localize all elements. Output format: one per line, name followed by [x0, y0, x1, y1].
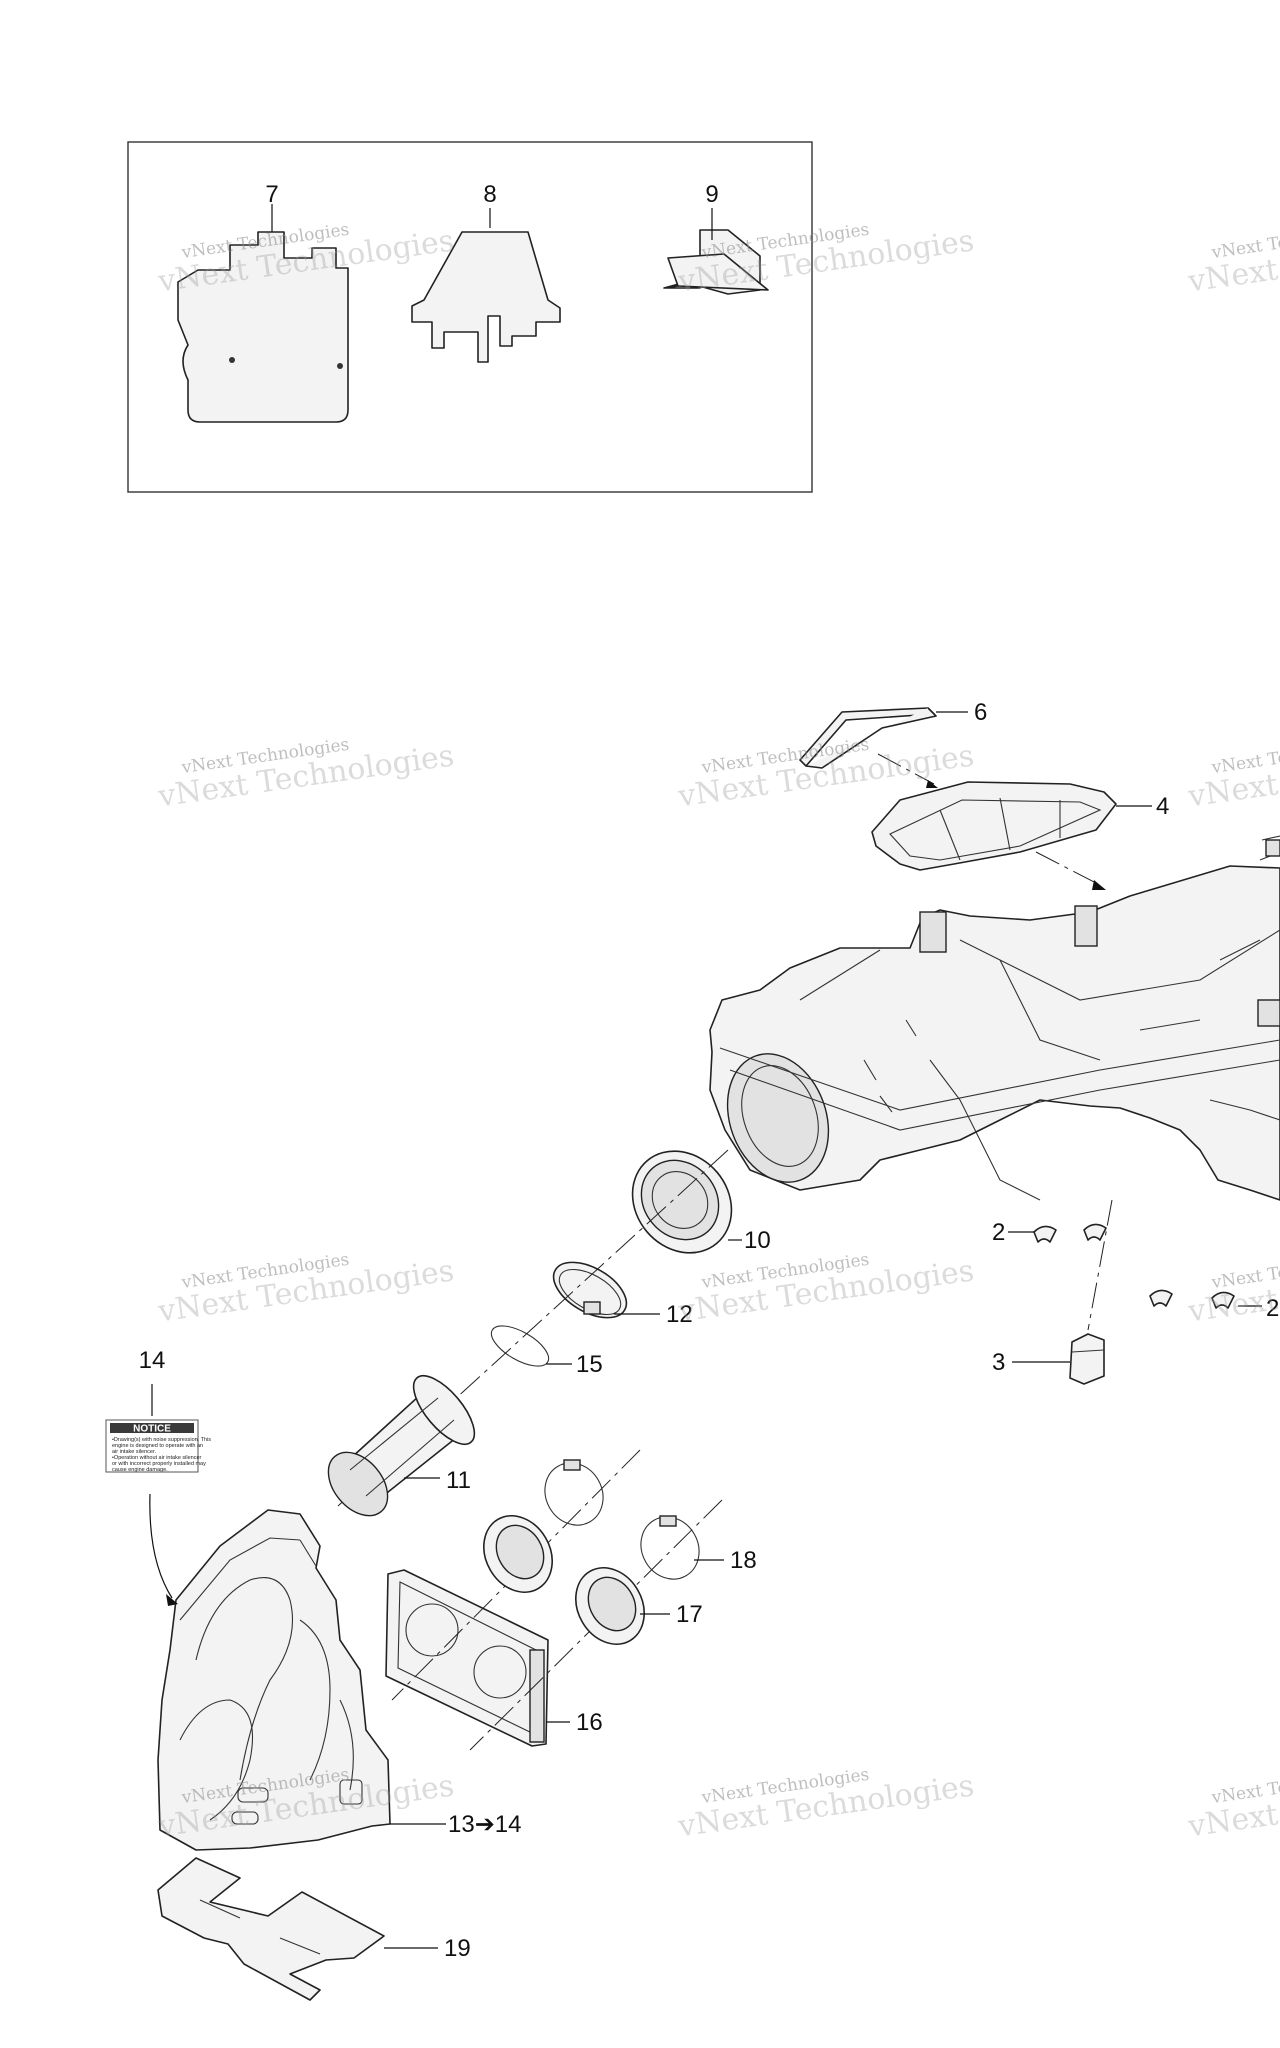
part-7-foam-pad: [177, 231, 349, 423]
clamp-upper-screw: [563, 1459, 581, 1471]
part-18-clamp-upper: [544, 1459, 604, 1526]
callout-3: 3: [992, 1349, 1005, 1376]
callout-8: 8: [483, 181, 496, 208]
part-17-ring-upper: [483, 1515, 553, 1593]
part-15-o-ring: [490, 1325, 572, 1367]
callout-11: 11: [446, 1467, 471, 1494]
part-4-arrow: [1092, 880, 1106, 890]
part-14-arrow-curve: [149, 1493, 173, 1599]
part-14-notice-decal: NOTICE •Drawing(s) with noise suppressio…: [105, 1384, 211, 1606]
watermark-2: vNext Technologies vNext Technologies: [675, 220, 976, 300]
notice-line-4: •Operation without air intake silencer: [112, 1455, 202, 1461]
air-box-tab-3: [1257, 999, 1280, 1027]
edge-fragment: [1265, 839, 1280, 857]
notice-line-6: cause engine damage.: [112, 1467, 168, 1473]
watermark-9: vNext Technologies vNext Technologies: [1185, 1250, 1280, 1330]
watermark-4: vNext Technologies vNext Technologies: [155, 735, 456, 815]
notice-title: NOTICE: [133, 1424, 171, 1435]
watermark-12: vNext Technologies vNext Technologies: [1185, 1765, 1280, 1845]
notice-header-bar: [110, 1423, 194, 1433]
part-17-ring: [575, 1567, 670, 1645]
part-10-adapter: [631, 1150, 742, 1254]
callout-2-right: 2: [1266, 1295, 1279, 1322]
part-4-cover: [871, 781, 1152, 890]
watermark-7: vNext Technologies vNext Technologies: [155, 1250, 456, 1330]
callout-15: 15: [576, 1351, 603, 1378]
air-box-housing: [709, 835, 1280, 1201]
part-13-silencer: [157, 1509, 446, 1851]
callout-7: 7: [265, 181, 278, 208]
part-18-screw: [659, 1515, 677, 1527]
notice-line-5: or with incorrect properly installed may: [112, 1461, 206, 1467]
part-18-clamp: [640, 1515, 724, 1580]
part-2-clips: [1008, 1223, 1262, 1309]
notice-line-3: air intake silencer.: [112, 1449, 156, 1455]
part-6-axis: [877, 753, 935, 785]
callout-17: 17: [676, 1601, 703, 1628]
clip-d: [1211, 1291, 1235, 1309]
part-9-body: [667, 253, 769, 291]
callout-13: 13➔14: [448, 1811, 522, 1838]
air-box-tab-2: [1074, 905, 1098, 947]
air-box-intake: [726, 1053, 830, 1183]
part-7-hole-left: [229, 357, 235, 363]
part-4-axis: [1035, 851, 1099, 885]
part-16-plate: [385, 1569, 570, 1747]
air-box-tab-1: [919, 911, 947, 953]
notice-line-2: engine is designed to operate with an: [112, 1443, 203, 1449]
clip-axis: [1087, 1199, 1113, 1331]
watermark-11: vNext Technologies vNext Technologies: [675, 1765, 976, 1845]
callout-12: 12: [666, 1301, 693, 1328]
part-12-screw: [583, 1301, 601, 1315]
part-14-arrowhead: [166, 1594, 178, 1606]
callout-2-left: 2: [992, 1219, 1005, 1246]
part-3-cap: [1012, 1333, 1105, 1385]
part-11-intake-tube: [327, 1375, 476, 1517]
callout-6: 6: [974, 699, 987, 726]
part-19-foam-sheet: [157, 1857, 438, 2001]
part-8-foam-pad: [411, 231, 561, 363]
callout-19: 19: [444, 1935, 471, 1962]
part-6-arrow: [926, 780, 938, 788]
callout-9: 9: [705, 181, 718, 208]
watermark-6: vNext Technologies vNext Technologies: [1185, 735, 1280, 815]
part-6-gasket: [799, 707, 968, 788]
watermark-3: vNext Technologies vNext Technologies: [1185, 220, 1280, 300]
callout-10: 10: [744, 1227, 771, 1254]
clip-a: [1033, 1225, 1057, 1243]
callout-14: 14: [139, 1347, 166, 1374]
clip-c: [1149, 1289, 1173, 1307]
notice-line-1: •Drawing(s) with noise suppression. This: [112, 1437, 211, 1443]
callout-18: 18: [730, 1547, 757, 1574]
part-7-hole-right: [337, 363, 343, 369]
watermark-8: vNext Technologies vNext Technologies: [675, 1250, 976, 1330]
clip-b: [1083, 1223, 1107, 1241]
part-12-clamp: [552, 1261, 660, 1319]
callout-16: 16: [576, 1709, 603, 1736]
part-16-flange: [529, 1649, 545, 1743]
inset-box: [127, 141, 813, 493]
callout-4: 4: [1156, 793, 1169, 820]
